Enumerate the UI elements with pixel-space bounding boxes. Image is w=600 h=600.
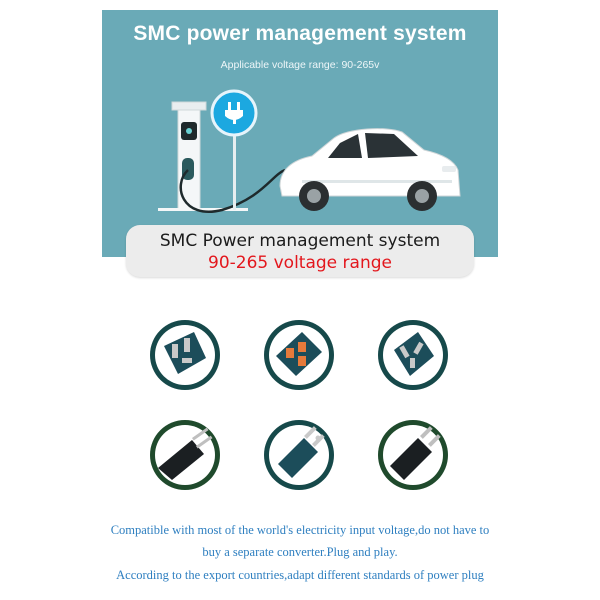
charging-station-icon xyxy=(158,101,286,213)
uk-plug-icon xyxy=(150,320,220,390)
caption-line-1: Compatible with most of the world's elec… xyxy=(110,523,490,537)
au-plug-icon xyxy=(378,320,448,390)
banner-subtitle: Applicable voltage range: 90-265v xyxy=(220,59,380,71)
us-plug-icon xyxy=(378,420,448,490)
us-grounded-plug-icon xyxy=(264,420,334,490)
electric-car-icon xyxy=(279,128,461,211)
caption-line-3: According to the export countries,adapt … xyxy=(116,568,484,582)
pill-voltage-range: 90-265 voltage range xyxy=(208,253,392,273)
eu-plug-icon xyxy=(150,420,220,490)
plug-sign-icon xyxy=(210,89,258,210)
caption-line-2: buy a separate converter.Plug and play. xyxy=(202,545,398,559)
ev-charging-illustration xyxy=(158,89,461,213)
voltage-range-label: SMC Power management system 90-265 volta… xyxy=(126,225,474,277)
hero-banner: SMC power management system Applicable v… xyxy=(102,10,498,257)
pill-title: SMC Power management system xyxy=(159,231,441,251)
uk-plug-orange-pins-icon xyxy=(264,320,334,390)
banner-title: SMC power management system xyxy=(133,22,467,45)
